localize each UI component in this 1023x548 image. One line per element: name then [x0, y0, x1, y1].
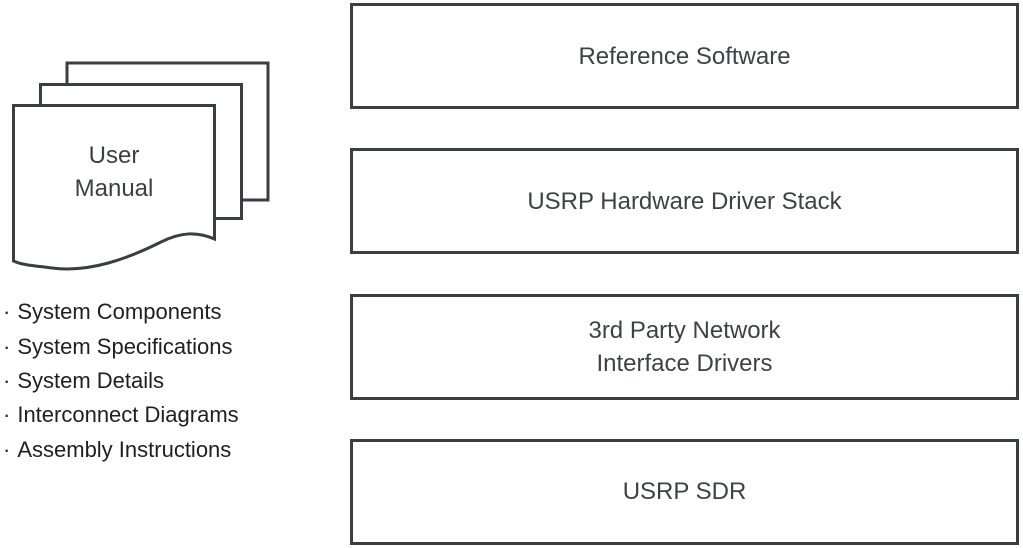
list-item-assembly-instructions: · Assembly Instructions [3, 433, 239, 467]
stack-box-label: 3rd Party Network Interface Drivers [588, 316, 781, 377]
bullet-marker: · [3, 402, 11, 428]
manual-contents-list: · System Components · System Specificati… [3, 295, 239, 467]
list-item-interconnect-diagrams: · Interconnect Diagrams [3, 398, 239, 432]
list-item-label: System Specifications [17, 333, 233, 359]
list-item-label: System Components [17, 299, 222, 325]
stack-box-usrp-sdr: USRP SDR [350, 438, 1019, 545]
stack-box-label: Reference Software [578, 42, 791, 70]
list-item-system-details: · System Details [3, 364, 239, 398]
software-stack: Reference Software USRP Hardware Driver … [350, 3, 1019, 545]
stack-box-3rd-party-network-interface-drivers: 3rd Party Network Interface Drivers [350, 293, 1019, 400]
bullet-marker: · [3, 299, 11, 325]
list-item-label: Assembly Instructions [17, 436, 232, 462]
bullet-marker: · [3, 436, 11, 462]
list-item-system-specifications: · System Specifications [3, 329, 239, 363]
stack-box-label: USRP Hardware Driver Stack [527, 187, 842, 215]
stack-box-label: USRP SDR [622, 478, 747, 506]
user-manual-document-icon: User Manual [12, 61, 270, 271]
manual-title-line2: Manual [75, 175, 154, 202]
list-item-label: Interconnect Diagrams [17, 402, 239, 428]
list-item-label: System Details [17, 367, 165, 393]
bullet-marker: · [3, 333, 11, 359]
bullet-marker: · [3, 367, 11, 393]
list-item-system-components: · System Components [3, 295, 239, 329]
manual-title-line1: User [89, 142, 140, 169]
stack-box-usrp-hardware-driver-stack: USRP Hardware Driver Stack [350, 148, 1019, 255]
front-page-shape [12, 104, 216, 271]
stack-box-reference-software: Reference Software [350, 3, 1019, 109]
